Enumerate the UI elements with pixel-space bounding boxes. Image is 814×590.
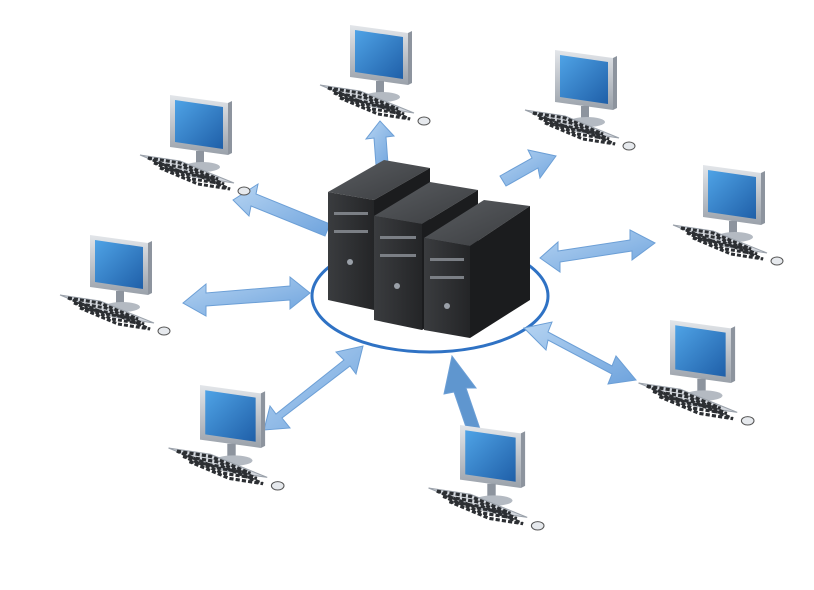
workstation-5 bbox=[59, 235, 171, 336]
keyboard-icon bbox=[524, 109, 620, 146]
mouse-icon bbox=[740, 416, 755, 426]
workstation-3 bbox=[139, 95, 251, 196]
arrow-bottom-left bbox=[263, 345, 364, 431]
arrow-top-right bbox=[499, 149, 557, 187]
monitor-icon bbox=[170, 95, 232, 172]
workstation-1 bbox=[319, 25, 431, 126]
keyboard-icon bbox=[139, 154, 235, 191]
keyboard-icon bbox=[672, 224, 768, 261]
keyboard-icon bbox=[428, 487, 528, 526]
monitor-icon bbox=[670, 320, 736, 401]
mouse-icon bbox=[622, 141, 636, 151]
keyboard-icon bbox=[59, 294, 155, 331]
arrow-left bbox=[182, 275, 311, 317]
workstations bbox=[59, 25, 784, 531]
monitor-icon bbox=[703, 165, 765, 242]
keyboard-icon bbox=[638, 382, 738, 421]
mouse-icon bbox=[417, 116, 431, 126]
keyboard-icon bbox=[319, 84, 415, 121]
arrow-bottom-right bbox=[522, 321, 637, 385]
mouse-icon bbox=[530, 521, 545, 531]
monitor-icon bbox=[555, 50, 617, 127]
workstation-6 bbox=[638, 320, 755, 426]
arrow-top-left bbox=[232, 182, 331, 237]
server-cluster bbox=[328, 160, 530, 338]
monitor-icon bbox=[90, 235, 152, 312]
workstation-4 bbox=[672, 165, 784, 266]
server-3 bbox=[424, 200, 530, 338]
mouse-icon bbox=[237, 186, 251, 196]
arrow-right bbox=[539, 229, 656, 273]
monitor-icon bbox=[350, 25, 412, 102]
workstation-7 bbox=[168, 385, 285, 491]
keyboard-icon bbox=[168, 447, 268, 486]
mouse-icon bbox=[270, 481, 285, 491]
arrow-top bbox=[364, 120, 396, 166]
mouse-icon bbox=[157, 326, 171, 336]
mouse-icon bbox=[770, 256, 784, 266]
workstation-2 bbox=[524, 50, 636, 151]
workstation-8 bbox=[428, 425, 545, 531]
